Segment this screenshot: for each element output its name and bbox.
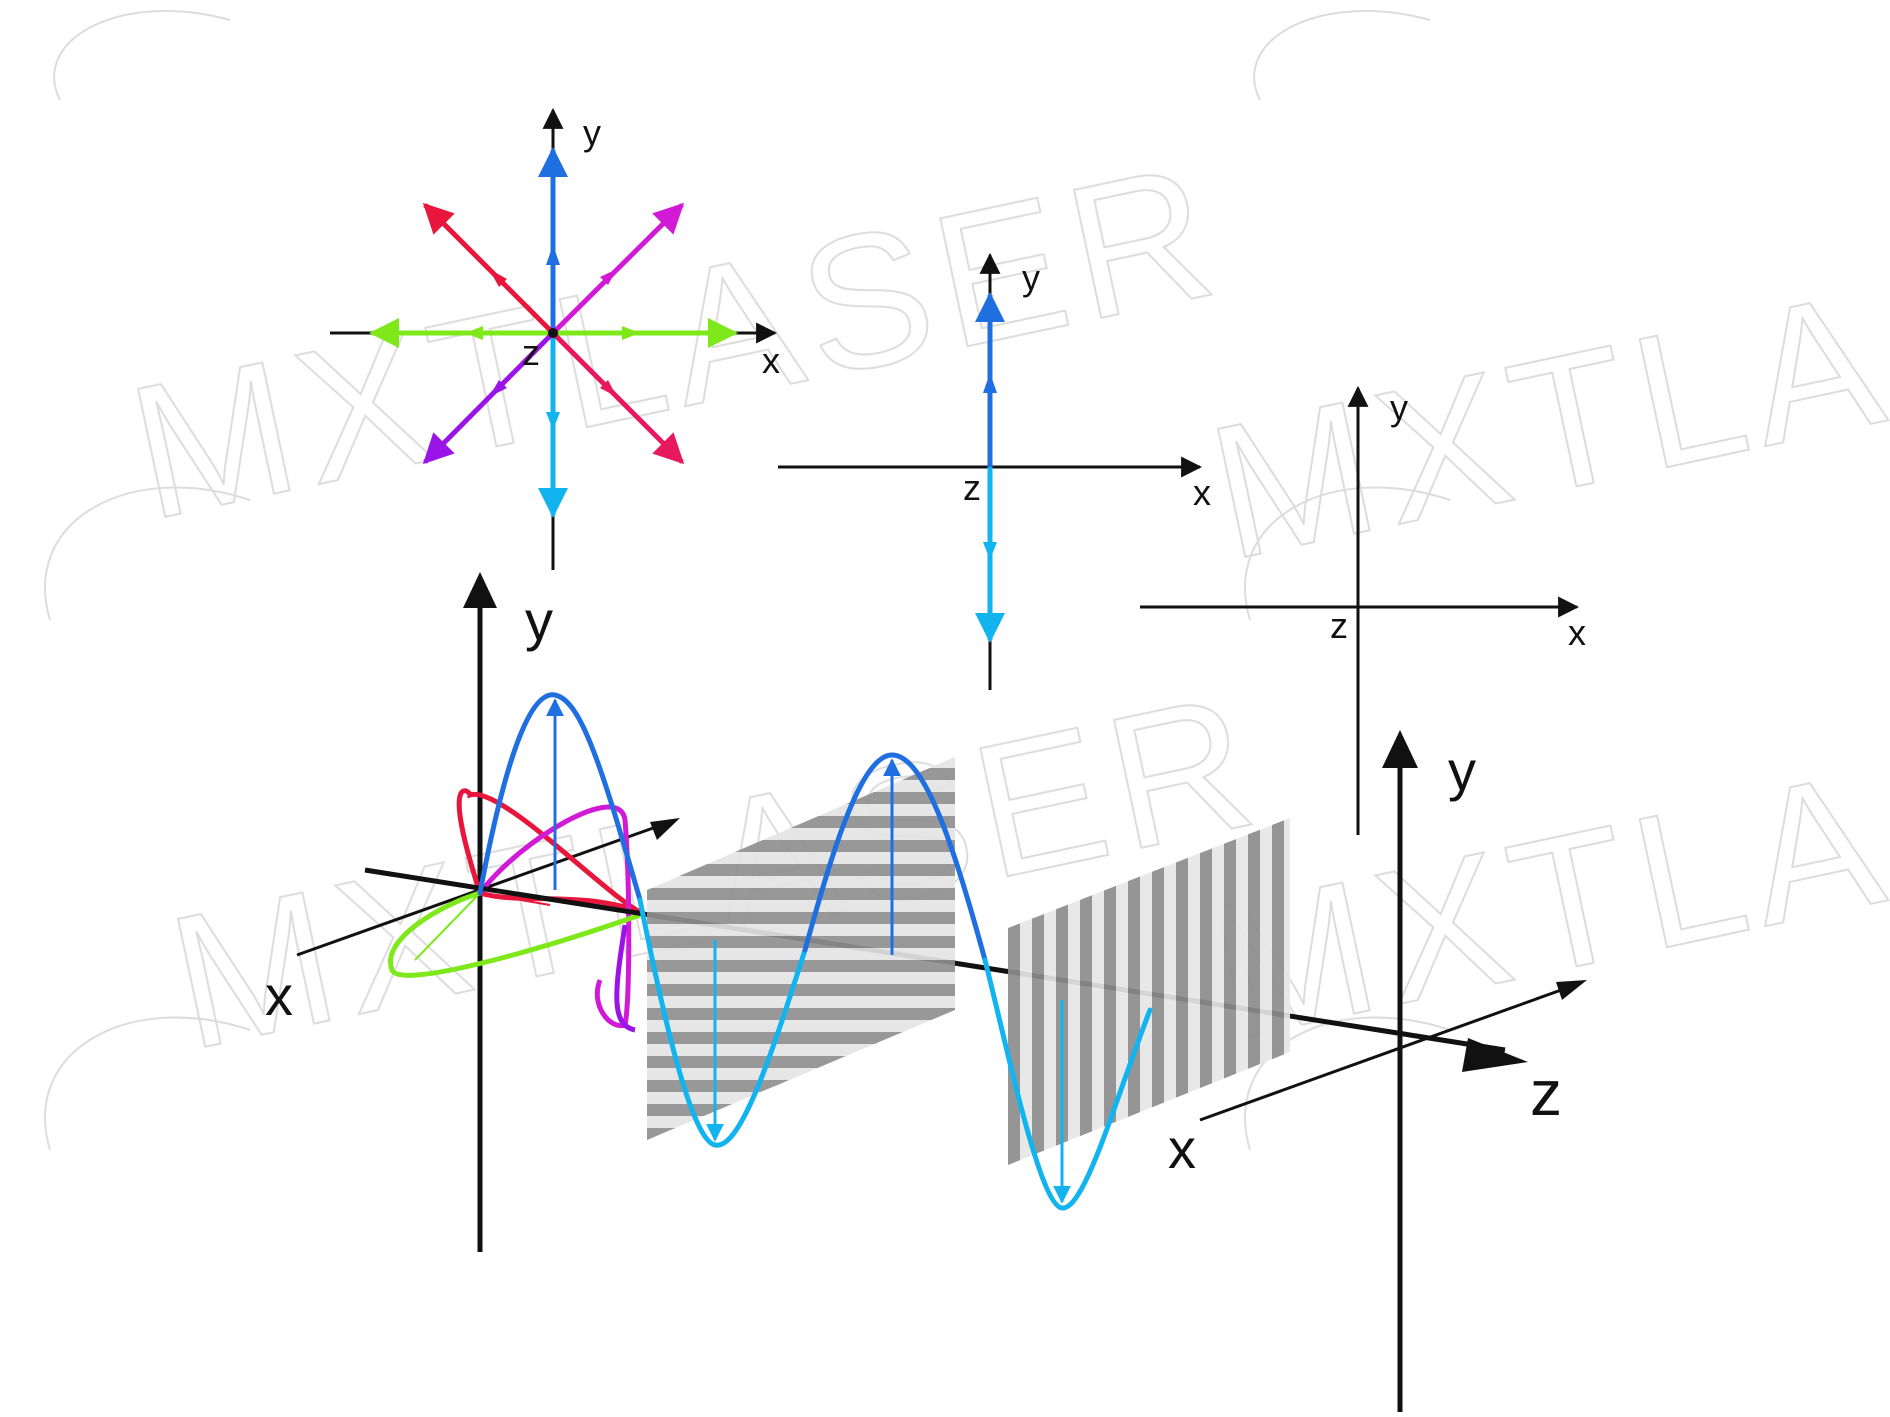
right-x-label: x [1168,1117,1196,1180]
loop-magenta [478,804,632,1029]
vector-downleft-purple [422,331,555,465]
right-y-label: y [1448,739,1476,802]
vector-upright-magenta [551,202,685,335]
main-scene: y x [265,572,1587,1412]
wave-trough-1 [637,897,808,1148]
panel1-z-label: z [522,332,540,373]
blocked-panel: y x z [1140,385,1586,835]
watermark-text: MXTLASER [114,123,1238,560]
right-x-axis [1199,983,1576,1122]
panel1-y-label: y [583,112,601,153]
wave-crest-1 [477,692,643,903]
vector-downright-pink [551,331,685,465]
panel2-x-label: x [1193,472,1211,513]
wave-crest-2 [802,752,988,963]
loop-green [387,890,641,978]
sine-wave [477,692,1153,1211]
panel2-z-label: z [963,467,981,508]
watermark-text: MXTLASER [1194,643,1890,1080]
panel2-y-label: y [1022,257,1040,298]
panel3-y-label: y [1390,387,1408,428]
analyzer-filter [1008,818,1290,1165]
panel3-z-label: z [1330,605,1348,646]
right-z-label: z [1530,1057,1562,1129]
z-arrowhead [1462,1038,1528,1072]
panel3-x-label: x [1568,612,1586,653]
wave-trough-2 [982,957,1153,1211]
polarizer-filter [647,757,955,1140]
watermark-text: MXTLASER [1194,163,1890,600]
watermark: MXTLASER MXTLASER MXTLASER MXTLASER [44,10,1890,1151]
left-x-label: x [265,964,293,1027]
loop-purple [614,924,636,1033]
watermark-logo-swirls [44,10,1451,1151]
polarized-panel: y x z [778,252,1211,690]
unpolarized-panel: y x z [330,107,780,570]
left-y-label: y [525,589,553,652]
panel1-x-label: x [762,340,780,381]
